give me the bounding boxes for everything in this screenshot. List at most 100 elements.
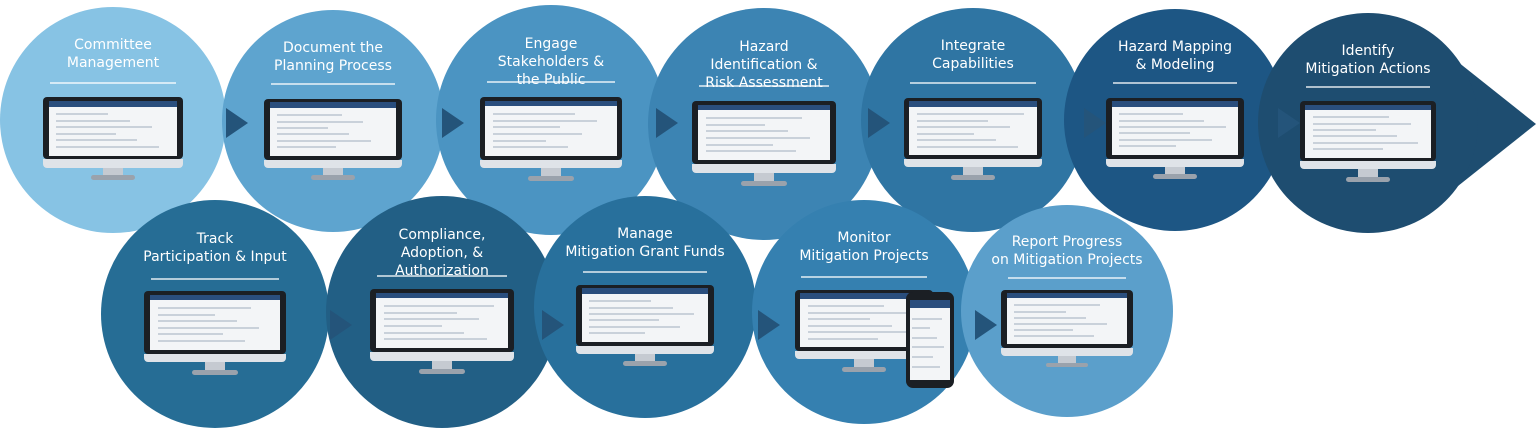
title-underline: [699, 84, 829, 87]
monitor-bezel: [370, 288, 514, 353]
chevron-right-icon: [868, 108, 890, 138]
monitor-chin: [903, 158, 1043, 168]
chevron-right-icon: [1278, 108, 1300, 138]
screen-content-line: [916, 126, 1010, 129]
screen-content-line: [807, 318, 871, 321]
screen-content-line: [56, 139, 138, 142]
screen-header-bar: [48, 101, 178, 107]
screen-content-line: [493, 112, 575, 115]
monitor-stand: [1358, 169, 1378, 177]
screen-content-line: [705, 130, 788, 133]
screen-header-bar: [149, 294, 280, 301]
screen-content-line: [56, 132, 116, 135]
monitor-stand: [635, 353, 655, 362]
screen-content-line: [157, 313, 215, 316]
screen-content-line: [56, 145, 160, 148]
screen-content-line: [1312, 128, 1376, 131]
app-screenshot: [48, 101, 178, 156]
monitor-stand: [103, 167, 123, 176]
screen-content-line: [56, 119, 130, 122]
screen-content-line: [589, 325, 681, 328]
title-underline: [1007, 277, 1127, 280]
app-screenshot: [269, 102, 397, 156]
screen-content-line: [277, 127, 328, 130]
screen-content-line: [277, 133, 350, 136]
screen-content-line: [493, 139, 546, 142]
end-arrow: [1458, 62, 1536, 186]
screen-content-line: [916, 145, 1018, 148]
monitor-chin: [42, 159, 184, 168]
screen-header-bar: [485, 100, 617, 107]
monitor-bezel: [1001, 289, 1133, 348]
monitor-bezel: [1299, 101, 1437, 162]
title-underline: [270, 83, 396, 86]
monitor-chin: [794, 350, 934, 360]
monitor-chin: [370, 352, 514, 361]
monitor-chin: [1106, 158, 1244, 167]
title-underline: [801, 276, 927, 279]
monitor-foot: [418, 368, 465, 374]
monitor-stand: [541, 168, 561, 177]
screen-content-line: [1013, 322, 1107, 325]
screen-header-bar: [1111, 101, 1239, 107]
screen-content-line: [912, 356, 933, 358]
monitor-chin: [479, 159, 623, 169]
monitor-foot: [1346, 176, 1390, 182]
screen-content-line: [1013, 316, 1087, 319]
monitor-stand: [963, 167, 983, 175]
screen-content-line: [807, 311, 907, 314]
monitor-stand: [1057, 355, 1077, 363]
screen-content-line: [705, 150, 796, 153]
monitor-screenshot: [370, 288, 514, 375]
screen-content-line: [1312, 148, 1384, 151]
screen-content-line: [807, 331, 914, 334]
chevron-right-icon: [542, 310, 564, 340]
monitor-chin: [576, 345, 714, 354]
title-underline: [1112, 82, 1238, 85]
screen-header-bar: [909, 101, 1037, 107]
monitor-screenshot: [479, 97, 623, 182]
screen-content-line: [1119, 138, 1212, 141]
monitor-bezel: [144, 291, 286, 354]
screen-content-line: [916, 132, 975, 135]
screen-content-line: [277, 120, 364, 123]
screen-content-line: [383, 331, 465, 334]
screen-content-line: [493, 146, 569, 149]
screen-content-line: [807, 305, 885, 308]
monitor-bezel: [903, 97, 1043, 159]
monitor-bezel: [42, 97, 184, 160]
app-screenshot: [1006, 293, 1128, 345]
title-underline: [910, 81, 1036, 84]
monitor-foot: [1152, 174, 1197, 180]
screen-content-line: [493, 132, 583, 135]
monitor-chin: [144, 353, 286, 363]
monitor-chin: [1299, 161, 1437, 170]
screen-content-line: [383, 338, 487, 341]
screen-content-line: [56, 113, 108, 116]
monitor-chin: [1001, 347, 1133, 356]
monitor-foot: [950, 174, 996, 180]
screen-content-line: [912, 336, 938, 339]
screen-content-line: [589, 306, 673, 309]
monitor-foot: [740, 180, 787, 186]
screen-content-line: [56, 126, 152, 129]
title-underline: [151, 277, 279, 280]
title-underline: [582, 271, 708, 274]
screen-content-line: [1312, 135, 1397, 138]
phone-screenshot: [906, 292, 954, 388]
title-underline: [377, 274, 507, 277]
chevron-right-icon: [442, 108, 464, 138]
monitor-foot: [528, 176, 574, 182]
chevron-right-icon: [758, 310, 780, 340]
